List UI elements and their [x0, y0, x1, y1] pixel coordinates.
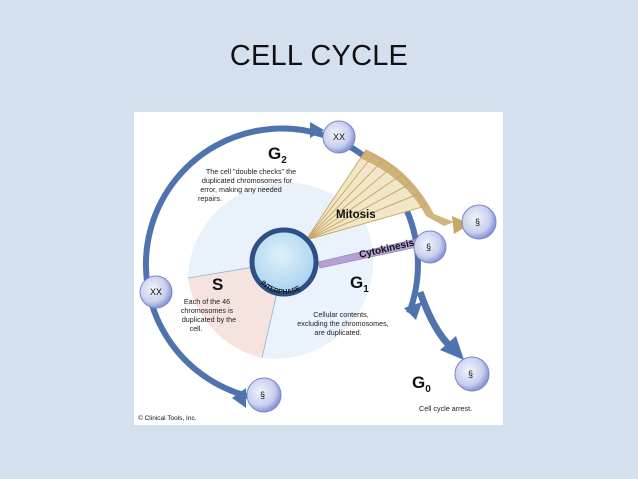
interphase-core [249, 227, 319, 297]
cell-right-top: § [461, 204, 497, 240]
ring-arrow-right [404, 302, 422, 320]
mitosis-label: Mitosis [336, 209, 376, 221]
s-description: Each of the 46 chromosomes is duplicated… [181, 297, 238, 333]
g0-label: G0 [412, 373, 431, 395]
cell-top: XX [322, 120, 356, 154]
svg-text:XX: XX [333, 132, 345, 142]
ring-arrow-bottom [232, 388, 246, 408]
svg-text:§: § [475, 217, 480, 227]
svg-text:XX: XX [150, 287, 162, 297]
slide-title: CELL CYCLE [229, 40, 409, 72]
credit-text: © Clinical Tools, Inc. [138, 414, 197, 422]
s-label: S [212, 275, 223, 294]
g2-label: G2 [268, 144, 287, 166]
ring-arrow-top [310, 122, 324, 138]
svg-text:§: § [426, 242, 431, 252]
cell-cycle-diagram: XX XX § § § § G2 The cell "double checks… [134, 112, 503, 425]
mitosis-arrow-head [452, 216, 470, 234]
cell-cycle-svg: XX XX § § § § G2 The cell "double checks… [138, 120, 497, 422]
svg-text:§: § [468, 369, 473, 379]
cell-g0: § [454, 356, 490, 392]
cell-right-mid: § [413, 230, 447, 264]
mitosis-arrow-band [360, 150, 454, 226]
g0-description: Cell cycle arrest. [419, 404, 472, 413]
g1-description: Cellular contents, excluding the chromos… [297, 310, 391, 337]
g1-label: G1 [350, 273, 369, 295]
cell-left: XX [139, 275, 173, 309]
g0-arrow-head [440, 336, 464, 360]
svg-text:§: § [260, 390, 265, 400]
g2-description: The cell "double checks" the duplicated … [198, 167, 298, 203]
g0-arrow [416, 290, 455, 351]
cell-bottom: § [246, 377, 282, 413]
